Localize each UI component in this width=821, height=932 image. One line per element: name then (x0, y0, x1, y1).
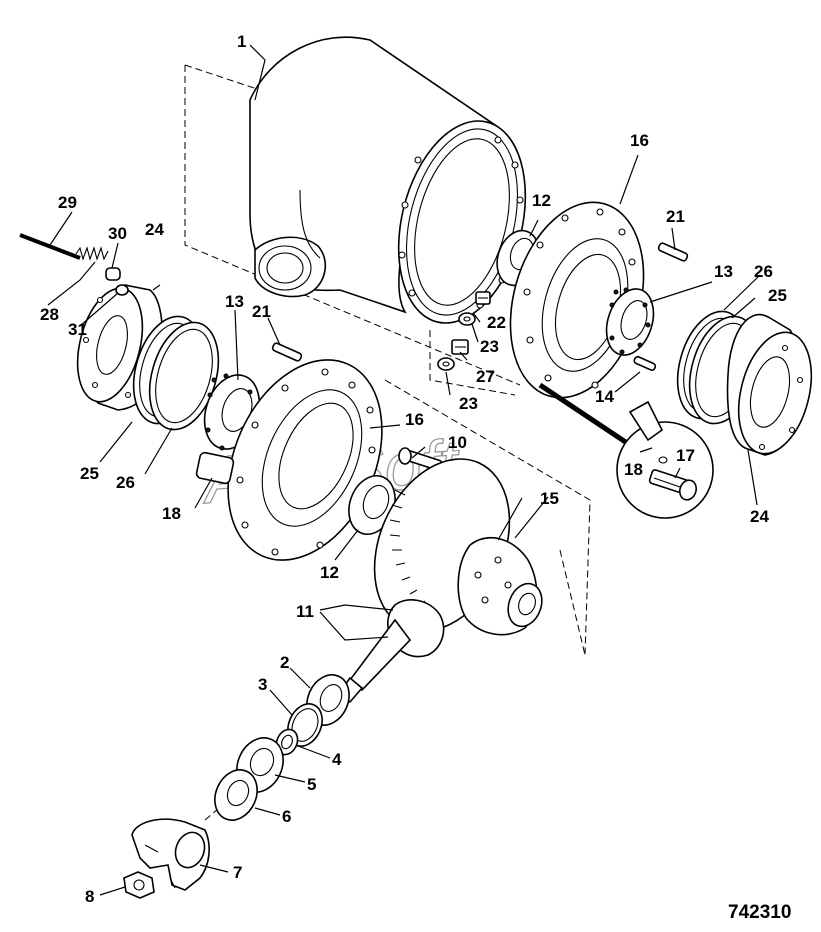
callout-18-left: 18 (162, 504, 181, 523)
callout-14: 14 (595, 387, 614, 406)
drive-flange-yoke (131, 818, 210, 891)
callout-24-right: 24 (750, 507, 769, 526)
callout-8: 8 (85, 887, 94, 906)
detail-inset (538, 382, 714, 519)
callout-12-upper: 12 (532, 191, 551, 210)
callout-22: 22 (487, 313, 506, 332)
locking-pin (633, 355, 657, 371)
spring (75, 246, 109, 261)
sealing-washer-lower (437, 357, 455, 371)
bearing-carrier-left (227, 359, 383, 561)
callout-28: 28 (40, 305, 59, 324)
callout-1: 1 (237, 32, 246, 51)
drain-plug (451, 339, 469, 355)
circlip (115, 284, 129, 296)
dowel-pin-left (271, 342, 303, 362)
callout-23-upper: 23 (480, 337, 499, 356)
callout-13-right: 13 (714, 262, 733, 281)
callout-21-right: 21 (666, 207, 685, 226)
callout-4: 4 (332, 750, 342, 769)
callout-labels: 1 2 3 4 5 6 7 8 10 11 11 12 12 13 13 14 … (40, 32, 787, 906)
callout-31: 31 (68, 320, 87, 339)
callout-25-left: 25 (80, 464, 99, 483)
roll-pin-left (195, 451, 235, 485)
callout-29: 29 (58, 193, 77, 212)
sealing-washer-upper (458, 312, 476, 326)
axle-housing (249, 36, 527, 324)
callout-27: 27 (476, 367, 495, 386)
dowel-pin-right (657, 242, 689, 262)
callout-7: 7 (233, 863, 242, 882)
adjusting-nut-left (203, 373, 261, 451)
callout-11: 11 (296, 602, 314, 621)
callout-10: 10 (448, 433, 467, 452)
bearing-carrier-right (509, 201, 645, 399)
seal-housing-right (726, 313, 813, 456)
flange-nut (123, 871, 155, 899)
callout-18-right: 18 (624, 460, 643, 479)
adjuster-rod (19, 233, 81, 260)
pinion-shaft (336, 599, 445, 704)
drawing-reference-number: 742310 (728, 902, 791, 923)
o-ring-left-outer (148, 321, 220, 431)
callout-24-left: 24 (145, 220, 164, 239)
leader-lines (47, 44, 761, 896)
callout-17: 17 (676, 446, 695, 465)
plunger (105, 267, 121, 281)
adjusting-nut-right (605, 287, 655, 356)
callout-6: 6 (282, 807, 291, 826)
callout-15: 15 (540, 489, 559, 508)
breather-plug (475, 291, 491, 305)
callout-26-right: 26 (754, 262, 773, 281)
callout-16-right: 16 (630, 131, 649, 150)
bearing-cup-lower (348, 475, 396, 535)
callout-3: 3 (258, 675, 267, 694)
callout-2: 2 (280, 653, 289, 672)
callout-21-left: 21 (252, 302, 271, 321)
callout-26-left: 26 (116, 473, 135, 492)
callout-12-lower: 12 (320, 563, 339, 582)
callout-5: 5 (307, 775, 316, 794)
callout-25-right: 25 (768, 286, 787, 305)
crown-wheel-differential (373, 458, 543, 636)
callout-16-left: 16 (405, 410, 424, 429)
callout-23-lower: 23 (459, 394, 478, 413)
callout-13-left: 13 (225, 292, 244, 311)
oil-seal (214, 769, 258, 821)
callout-30: 30 (108, 224, 127, 243)
